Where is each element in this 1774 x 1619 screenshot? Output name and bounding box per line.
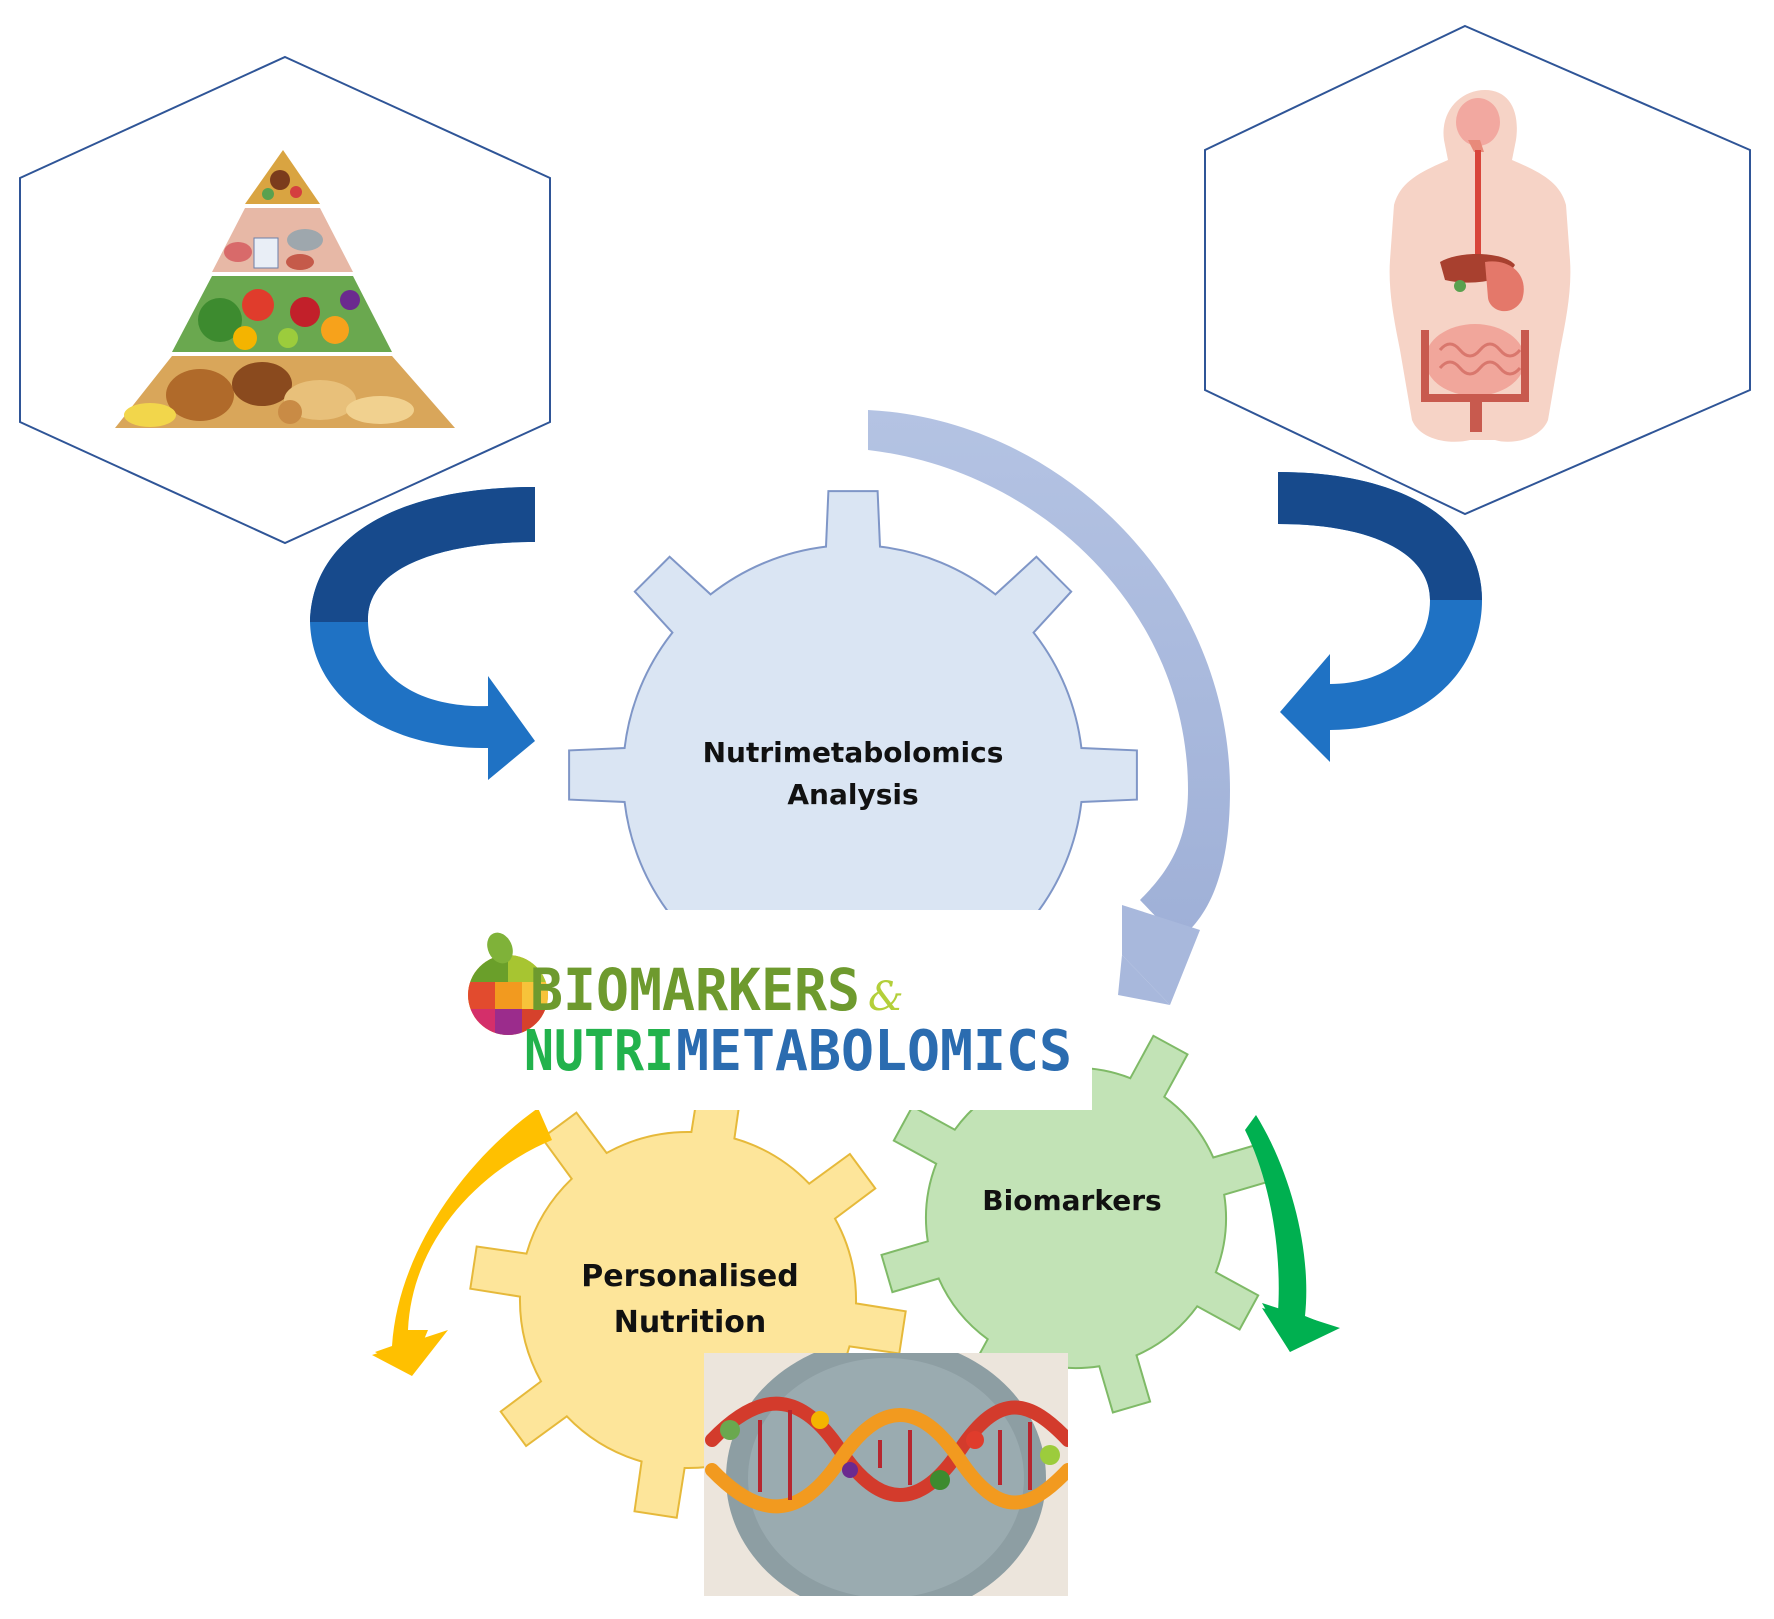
- logo-ampersand: &: [868, 974, 904, 1020]
- arrow-analysis-to-biomarkers: [868, 410, 1230, 1005]
- dna-fruit-plate-photo: [704, 1353, 1068, 1596]
- arrow-green-head: [1262, 1303, 1340, 1352]
- arrow-body-to-analysis: [1278, 472, 1482, 762]
- logo-line2-nutri: NUTRI: [524, 1019, 674, 1084]
- logo-line2-metabolomics: METABOLOMICS: [676, 1019, 1072, 1084]
- arrow-light-band: [868, 410, 1230, 940]
- gear-right-label: Biomarkers: [982, 1184, 1161, 1217]
- gear-center-label-line2: Analysis: [787, 778, 918, 811]
- arrow-yellow-head: [372, 1330, 448, 1376]
- logo-line1: BIOMARKERS: [530, 956, 860, 1024]
- arrow-personalised-nutrition-cycle: [372, 1108, 552, 1376]
- arrow-green-band: [1245, 1115, 1320, 1352]
- digestive-system-icon: [1389, 90, 1571, 442]
- arrow-yellow-band: [375, 1108, 552, 1373]
- biomarkers-nutrimetabolomics-logo: BIOMARKERS & NUTRI METABOLOMICS: [446, 910, 1092, 1110]
- gear-left-label-line1: Personalised: [581, 1259, 798, 1294]
- arrow-light-head: [1118, 955, 1170, 1005]
- hexagon-digestive-system: [1204, 24, 1751, 516]
- helix-rungs: [758, 1410, 1032, 1500]
- hexagon-food-pyramid: [19, 55, 551, 545]
- arrow-diet-to-analysis: [310, 487, 535, 780]
- logo-background: [446, 910, 1092, 1110]
- arrow-biomarkers-cycle: [1245, 1115, 1340, 1352]
- gear-center-label-line1: Nutrimetabolomics: [703, 736, 1004, 769]
- gear-left-label-line2: Nutrition: [614, 1305, 766, 1340]
- food-pyramid-icon: [115, 150, 455, 428]
